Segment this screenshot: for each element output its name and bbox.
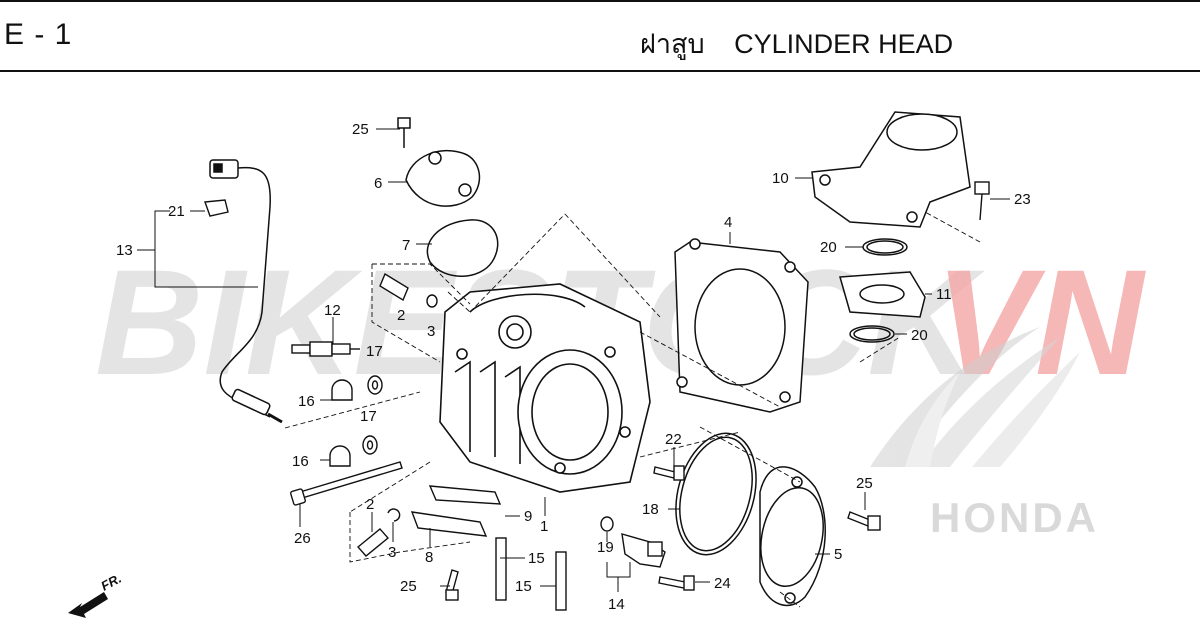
cap-nuts bbox=[329, 379, 353, 467]
dashed-lines bbox=[284, 211, 981, 608]
callout-19: 19 bbox=[597, 539, 614, 556]
side-cover bbox=[759, 466, 826, 607]
callout-25: 25 bbox=[400, 578, 417, 595]
callout-3: 3 bbox=[388, 544, 396, 561]
valve-guides bbox=[356, 272, 438, 557]
intake-bolt bbox=[974, 181, 990, 221]
callout-25: 25 bbox=[856, 475, 873, 492]
leader-lines bbox=[137, 128, 1010, 592]
callout-15: 15 bbox=[528, 550, 545, 567]
sensor-wire-assembly bbox=[209, 159, 283, 424]
callout-10: 10 bbox=[772, 170, 789, 187]
callout-labels: 25 6 21 13 7 2 3 12 17 16 17 16 26 2 3 8… bbox=[116, 121, 1031, 613]
long-bolt bbox=[290, 461, 403, 506]
bolts bbox=[445, 465, 881, 601]
honda-wing-logo bbox=[870, 327, 1080, 467]
callout-16: 16 bbox=[292, 453, 309, 470]
cam-cover bbox=[397, 117, 481, 207]
callout-16: 16 bbox=[298, 393, 315, 410]
callout-24: 24 bbox=[714, 575, 731, 592]
tappet-gasket bbox=[428, 485, 502, 505]
callout-7: 7 bbox=[402, 237, 410, 254]
spark-plug bbox=[291, 341, 360, 357]
callout-3: 3 bbox=[427, 323, 435, 340]
callout-14: 14 bbox=[608, 596, 625, 613]
callout-12: 12 bbox=[324, 302, 341, 319]
front-label: FR. bbox=[98, 571, 124, 594]
front-direction-arrow: FR. bbox=[68, 571, 124, 618]
callout-23: 23 bbox=[1014, 191, 1031, 208]
studs bbox=[495, 537, 567, 611]
sensor-clip bbox=[204, 199, 229, 217]
callout-6: 6 bbox=[374, 175, 382, 192]
title-thai: ฝาสูบ bbox=[640, 29, 705, 60]
watermark-honda: HONDA bbox=[930, 494, 1099, 541]
parts-diagram: BIKESTOCK VN HONDA FR. bbox=[68, 111, 1146, 618]
washers bbox=[362, 375, 383, 455]
callout-20: 20 bbox=[820, 239, 837, 256]
callout-21: 21 bbox=[168, 203, 185, 220]
callout-2: 2 bbox=[397, 307, 405, 324]
temp-sensor bbox=[600, 516, 666, 568]
callout-18: 18 bbox=[642, 501, 659, 518]
callout-8: 8 bbox=[425, 549, 433, 566]
callout-1: 1 bbox=[540, 518, 548, 535]
side-cover-o-ring bbox=[675, 432, 757, 556]
watermark: BIKESTOCK VN HONDA bbox=[95, 238, 1146, 541]
callout-20: 20 bbox=[911, 327, 928, 344]
section-code: E - 1 bbox=[4, 18, 73, 51]
callout-22: 22 bbox=[665, 431, 682, 448]
callout-17: 17 bbox=[366, 343, 383, 360]
callout-11: 11 bbox=[936, 286, 952, 303]
intake-insulator bbox=[839, 271, 926, 318]
page-title: ฝาสูบ CYLINDER HEAD bbox=[640, 22, 953, 65]
cover-o-ring bbox=[426, 219, 499, 277]
head-gasket bbox=[674, 238, 809, 413]
callout-4: 4 bbox=[724, 214, 732, 231]
title-english: CYLINDER HEAD bbox=[734, 29, 954, 59]
intake-pipe bbox=[811, 111, 971, 228]
callout-5: 5 bbox=[834, 546, 842, 563]
callout-17: 17 bbox=[360, 408, 377, 425]
rocker-arm bbox=[410, 511, 488, 537]
callout-15: 15 bbox=[515, 578, 532, 595]
callout-2: 2 bbox=[366, 496, 374, 513]
callout-13: 13 bbox=[116, 242, 133, 259]
callout-9: 9 bbox=[524, 508, 532, 525]
cylinder-head bbox=[439, 283, 651, 493]
header-bar: E - 1 ฝาสูบ CYLINDER HEAD bbox=[0, 0, 1200, 72]
callout-26: 26 bbox=[294, 530, 311, 547]
callout-25: 25 bbox=[352, 121, 369, 138]
